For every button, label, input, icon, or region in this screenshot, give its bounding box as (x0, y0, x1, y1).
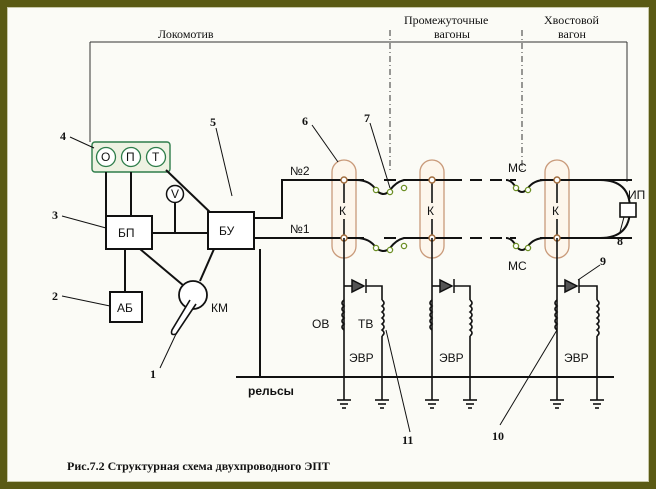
callout-leaders (61, 122, 625, 433)
ab-label: АБ (117, 301, 133, 315)
valve-t-label: Т (152, 150, 160, 164)
bp-block (105, 215, 153, 250)
label-tail-1: Хвостовой (544, 13, 600, 27)
bu-label: БУ (219, 224, 235, 238)
wire-2-label: №2 (290, 164, 310, 178)
header-bracket (89, 30, 628, 182)
valve-o-label: О (101, 150, 110, 164)
bp-label: БП (118, 226, 135, 240)
callout-9: 9 (600, 254, 606, 268)
callout-3: 3 (52, 208, 58, 222)
label-tail-2: вагон (558, 27, 586, 41)
callout-8: 8 (617, 234, 623, 248)
coupler-k-2: К (427, 204, 434, 218)
ms-bottom-label: МС (508, 259, 527, 273)
valve-p (120, 146, 142, 168)
ab-block (109, 291, 143, 323)
label-intermediate-2: вагоны (434, 27, 470, 41)
ip-label: ИП (628, 188, 645, 202)
evr-units (341, 238, 600, 400)
figure-caption: Рис.7.2 Структурная схема двухпроводного… (67, 459, 330, 473)
coupler-k-bg-1 (337, 203, 351, 219)
valve-p-label: П (126, 150, 135, 164)
couplers (331, 159, 570, 259)
voltmeter (165, 184, 185, 204)
callout-6: 6 (302, 114, 308, 128)
callout-10: 10 (492, 429, 504, 443)
km-label: КМ (211, 301, 228, 315)
ov-label: ОВ (312, 317, 329, 331)
inner-border (7, 7, 649, 482)
rails-label: рельсы (248, 384, 294, 398)
callout-5: 5 (210, 115, 216, 129)
evr-2-label: ЭВР (439, 351, 464, 365)
callout-4: 4 (60, 129, 66, 143)
callout-7: 7 (364, 111, 370, 125)
label-intermediate-1: Промежуточные (404, 13, 488, 27)
valve-o (95, 146, 117, 168)
coupler-k-bg-2 (425, 203, 439, 219)
callout-1: 1 (150, 367, 156, 381)
diodes (351, 278, 580, 294)
ground-symbols (337, 399, 604, 409)
coupler-k-bg-3 (550, 203, 564, 219)
ip-element (619, 202, 637, 218)
voltmeter-label: V (171, 187, 179, 201)
valve-t (145, 146, 167, 168)
evr-3-label: ЭВР (564, 351, 589, 365)
wire-1-label: №1 (290, 222, 310, 236)
callout-2: 2 (52, 289, 58, 303)
callout-11: 11 (402, 433, 413, 447)
ms-top-label: МС (508, 161, 527, 175)
evr-1-label: ЭВР (349, 351, 374, 365)
tv-label: ТВ (358, 317, 373, 331)
bu-block (207, 211, 255, 250)
dashed-wires (450, 179, 510, 239)
hose-nodes (372, 184, 532, 254)
coupler-k-3: К (552, 204, 559, 218)
label-locomotive: Локомотив (158, 27, 214, 41)
coupler-k-1: К (339, 204, 346, 218)
